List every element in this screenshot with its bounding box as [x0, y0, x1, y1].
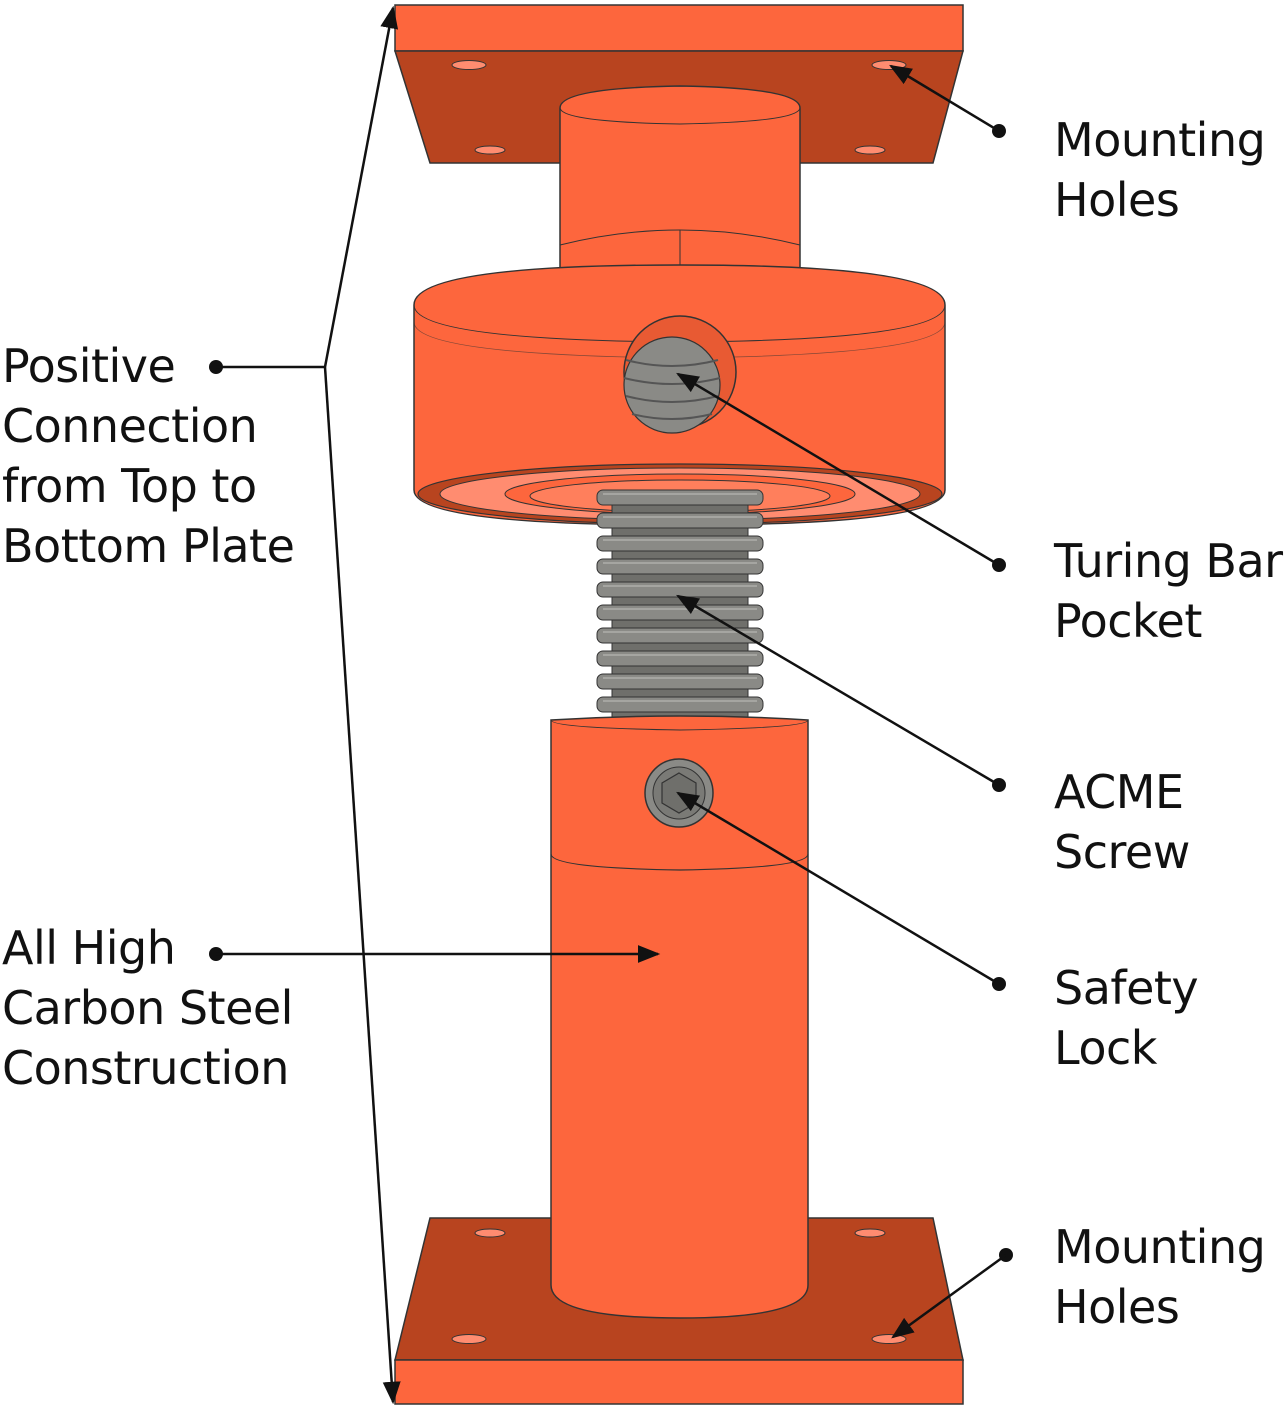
acme-thread-ridge: [596, 489, 764, 506]
acme-thread-ridge: [596, 512, 764, 529]
acme-thread-ridge: [596, 535, 764, 552]
acme-thread-ridge: [596, 696, 764, 713]
leader-positive-up: [323, 5, 399, 368]
bottom-plate-hole-4: [871, 1334, 907, 1344]
label-high-carbon-steel: All High Carbon Steel Construction: [2, 921, 293, 1095]
leader-lines: [209, 5, 1013, 1405]
bottom-plate-hole-1: [474, 1228, 506, 1238]
bottom-plate-hole-2: [854, 1228, 886, 1238]
top-plate-hole-3: [474, 145, 506, 155]
acme-thread-ridge: [596, 650, 764, 667]
leader-mounting-top: [889, 64, 1000, 133]
top-plate-front-face: [394, 4, 964, 52]
bottom-plate-front-face: [394, 1359, 964, 1405]
leader-turning-bar: [676, 372, 1000, 567]
top-plate-hole-4: [854, 145, 886, 155]
acme-thread-ridge: [596, 604, 764, 621]
lower-tube: [550, 715, 809, 1319]
acme-thread-ridge: [596, 581, 764, 598]
collar-nut: [413, 264, 946, 526]
top-plate-hole-1: [451, 60, 487, 70]
leader-safety: [676, 791, 1000, 986]
leader-positive-down: [323, 366, 401, 1405]
label-mounting-holes-bottom: Mounting Holes: [1054, 1220, 1266, 1334]
label-positive-connection: Positive Connection from Top to Bottom P…: [2, 339, 295, 573]
acme-screw: [596, 489, 764, 723]
top-plate-hole-2: [871, 60, 907, 70]
top-stem: [559, 85, 801, 269]
label-mounting-holes-top: Mounting Holes: [1054, 113, 1266, 227]
bottom-plate-hole-3: [451, 1334, 487, 1344]
label-safety-lock: Safety Lock: [1054, 961, 1199, 1075]
acme-thread-ridge: [596, 673, 764, 690]
label-turning-bar-pocket: Turing Bar Pocket: [1054, 534, 1283, 648]
label-acme-screw: ACME Screw: [1054, 765, 1190, 879]
leader-mounting-bottom: [891, 1253, 1007, 1339]
leader-acme: [676, 594, 1000, 787]
acme-thread-ridge: [596, 558, 764, 575]
